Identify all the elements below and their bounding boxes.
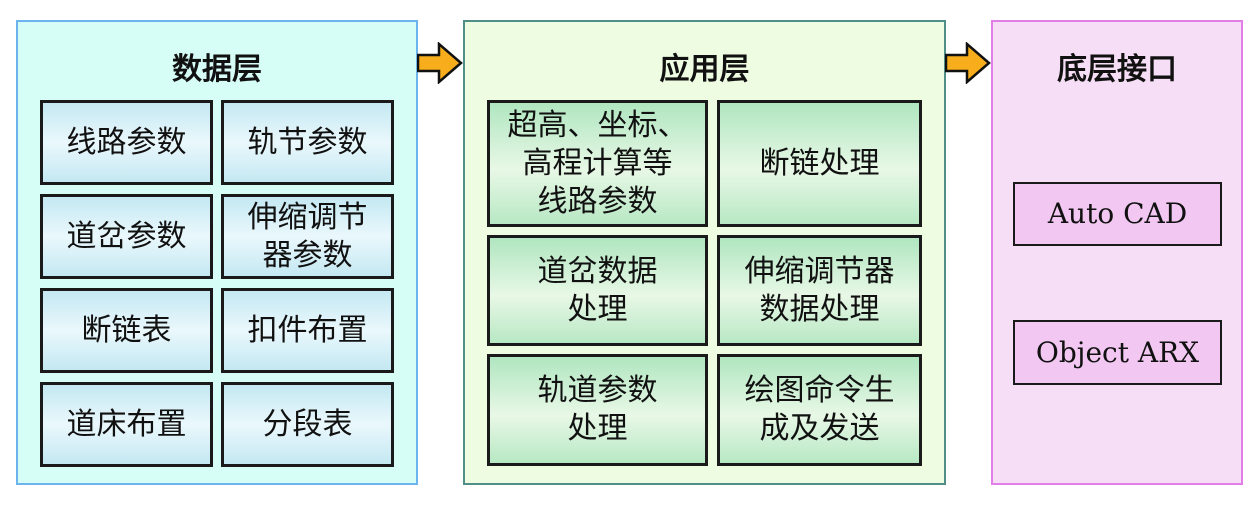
data-item: 轨节参数 xyxy=(221,100,394,185)
interface-item: Auto CAD xyxy=(1013,182,1222,246)
app-item: 断链处理 xyxy=(717,100,922,227)
app-item: 道岔数据 处理 xyxy=(487,235,708,346)
data-layer-title: 数据层 xyxy=(172,52,262,87)
app-item: 超高、坐标、 高程计算等 线路参数 xyxy=(487,100,708,227)
arrow-right-icon xyxy=(945,42,991,84)
app-item: 绘图命令生 成及发送 xyxy=(717,354,922,466)
data-item: 道岔参数 xyxy=(40,194,213,279)
data-item: 扣件布置 xyxy=(221,288,394,373)
data-item: 线路参数 xyxy=(40,100,213,185)
data-item: 分段表 xyxy=(221,382,394,467)
data-item: 道床布置 xyxy=(40,382,213,467)
app-item: 伸缩调节器 数据处理 xyxy=(717,235,922,346)
data-item: 伸缩调节 器参数 xyxy=(221,194,394,279)
interface-item: Object ARX xyxy=(1013,320,1222,385)
app-item: 轨道参数 处理 xyxy=(487,354,708,466)
interface-layer-panel xyxy=(991,20,1243,485)
data-item: 断链表 xyxy=(40,288,213,373)
interface-layer-title: 底层接口 xyxy=(1057,52,1177,87)
arrow-right-icon xyxy=(417,42,463,84)
application-layer-title: 应用层 xyxy=(659,52,750,87)
